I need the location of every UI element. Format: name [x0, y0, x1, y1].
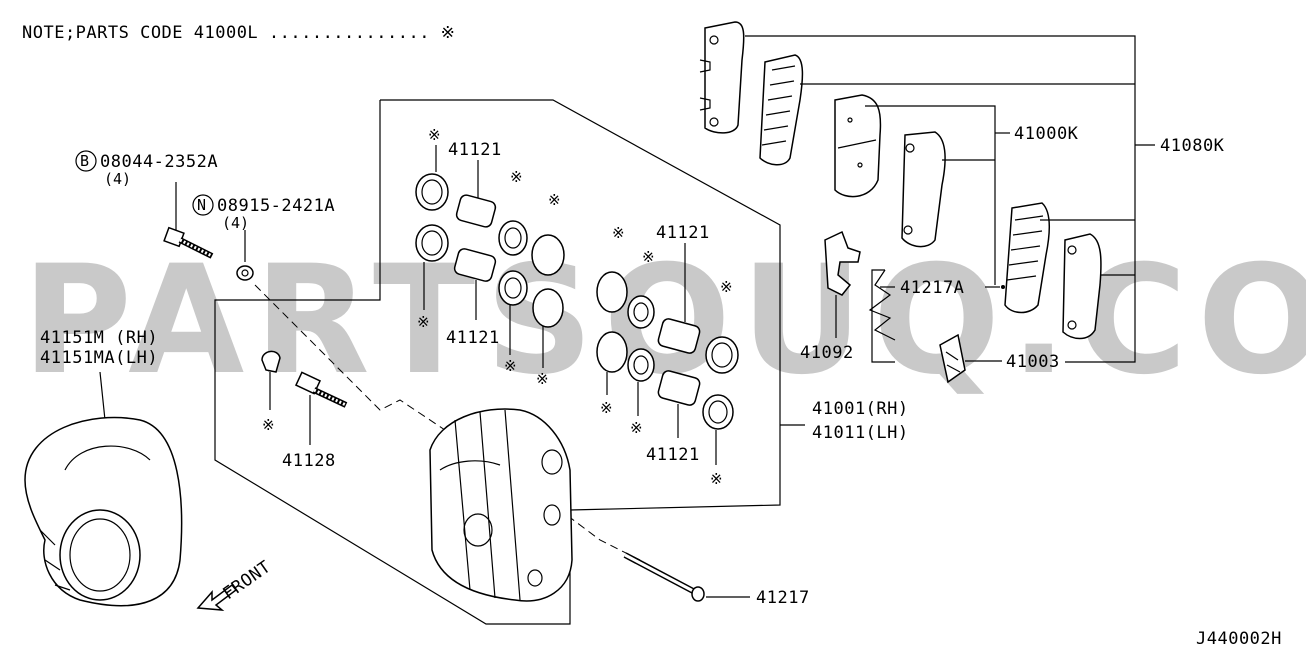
anti-rattle-clip-icon: [868, 269, 896, 341]
shield-lh-label: 41151MA(LH): [40, 348, 158, 368]
dust-shield-icon: [24, 416, 183, 607]
brake-pad-2-icon: [834, 94, 882, 198]
piston-seal-2-icon: [415, 224, 449, 262]
caliper-kit-outline: [214, 99, 781, 625]
clip-a-bracket: [871, 269, 895, 363]
piston-4-icon: [657, 370, 701, 406]
bolt-quantity: (4): [104, 170, 131, 188]
pad-set-bracket: [745, 35, 1136, 363]
nut-circle-letter: N: [197, 196, 206, 214]
mark-8: ※: [642, 248, 655, 266]
piston-seal-4-icon: [702, 394, 734, 430]
caliper-body-icon: [429, 408, 573, 602]
dust-boot-4-icon: [627, 348, 655, 382]
mark-5: ※: [504, 357, 517, 375]
piston-2-icon: [453, 248, 497, 282]
bleeder-cap-mark: ※: [262, 416, 275, 434]
dust-boot-3-icon: [627, 295, 655, 329]
shield-rh-label: 41151M (RH): [40, 328, 158, 348]
pad-shim-outer-2-icon: [1062, 233, 1102, 340]
mark-9: ※: [720, 278, 733, 296]
bleeder-label: 41128: [282, 451, 336, 471]
seal-mid-left-label: 41121: [446, 328, 500, 348]
caliper-lh-label: 41011(LH): [812, 423, 909, 443]
piston-seal-1-icon: [415, 173, 449, 211]
bolt-icon: [163, 226, 214, 259]
caliper-rh-label: 41001(RH): [812, 399, 909, 419]
oring-1-icon: [531, 234, 565, 276]
mark-12: ※: [710, 470, 723, 488]
brake-pad-3-icon: [1004, 202, 1050, 314]
note-text: NOTE;PARTS CODE 41000L ............... ※: [22, 23, 455, 43]
oring-3-icon: [596, 271, 628, 313]
dust-boot-1-icon: [498, 220, 528, 256]
nut-quantity: (4): [222, 214, 249, 232]
mark-4: ※: [417, 313, 430, 331]
oring-2-icon: [532, 288, 564, 328]
bolt-circle-icon: [75, 150, 97, 172]
nut-circle-icon: [192, 194, 214, 216]
front-label: FRONT: [219, 557, 274, 604]
piston-bottom-right-label: 41121: [646, 445, 700, 465]
oring-4-icon: [596, 331, 628, 373]
mark-1: ※: [428, 126, 441, 144]
pad-shim-inner-1-icon: [901, 131, 946, 248]
piston-1-icon: [455, 194, 497, 228]
pad-kit-bracket: [865, 105, 996, 285]
mark-6: ※: [536, 370, 549, 388]
nut-icon: [236, 265, 254, 281]
bolt-part-number: 08044-2352A: [100, 152, 218, 172]
piston-top-right-label: 41121: [656, 223, 710, 243]
pad-kit-label: 41000K: [1014, 124, 1079, 144]
shim-label: 41003: [1006, 352, 1060, 372]
piston-seal-3-icon: [705, 336, 739, 374]
bolt-circle-letter: B: [80, 152, 89, 170]
front-arrow-icon: [196, 583, 238, 611]
mark-7: ※: [612, 224, 625, 242]
brake-pad-1-icon: [759, 54, 804, 166]
mark-2: ※: [510, 168, 523, 186]
dust-boot-2-icon: [498, 270, 528, 306]
pin-label: 41217: [756, 588, 810, 608]
bleeder-cap-icon: [261, 350, 281, 373]
mark-3: ※: [548, 191, 561, 209]
shield-leader: [99, 371, 106, 421]
mark-11: ※: [630, 419, 643, 437]
clip-a-label: 41217A: [900, 278, 964, 298]
diagram-code: J440002H: [1196, 629, 1282, 649]
pad-clip-icon: [824, 230, 861, 296]
piston-3-icon: [657, 318, 701, 354]
pad-shim-outer-1-icon: [699, 21, 745, 134]
pad-set-label: 41080K: [1160, 136, 1225, 156]
spring-label: 41092: [800, 343, 854, 363]
pad-pin-icon: [623, 552, 705, 602]
mark-10: ※: [600, 399, 613, 417]
bleeder-screw-icon: [294, 371, 348, 408]
clip-a-leader-dot: [1001, 285, 1005, 289]
seal-top-label: 41121: [448, 140, 502, 160]
shim-icon: [939, 333, 966, 384]
nut-part-number: 08915-2421A: [217, 196, 335, 216]
